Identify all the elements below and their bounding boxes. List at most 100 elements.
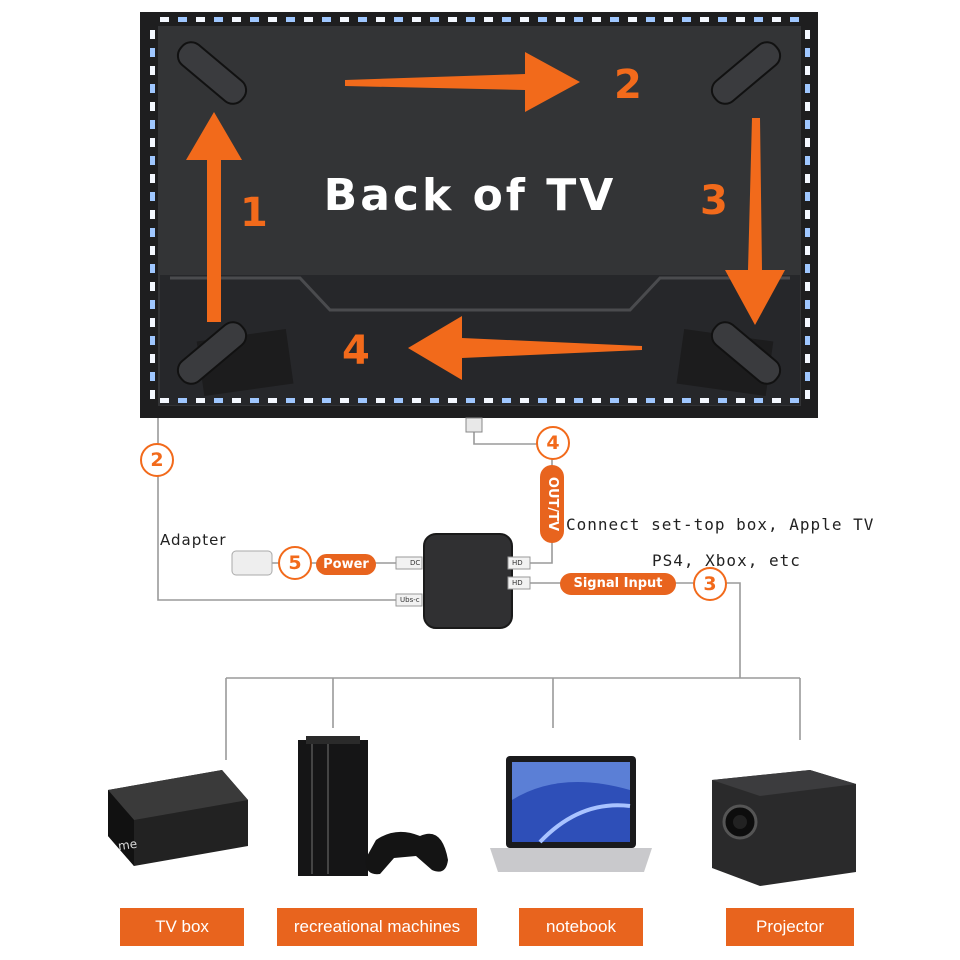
- led-dot: [322, 398, 331, 403]
- led-dot: [664, 17, 673, 22]
- led-dot: [664, 398, 673, 403]
- led-strip-left: [150, 30, 155, 399]
- led-dot: [520, 17, 529, 22]
- device-notebook-image: [490, 756, 652, 872]
- led-dot: [718, 398, 727, 403]
- port-usb-label: Ubs-c: [400, 596, 420, 604]
- led-dot: [150, 390, 155, 399]
- led-dot: [150, 354, 155, 363]
- led-dot: [805, 372, 810, 381]
- led-dot: [286, 17, 295, 22]
- led-dot: [610, 398, 619, 403]
- led-dot: [340, 398, 349, 403]
- wire-usb: [157, 418, 408, 601]
- step-number-2: 2: [614, 62, 642, 108]
- led-dot: [340, 17, 349, 22]
- led-dot: [150, 228, 155, 237]
- device-label-tvbox: TV box: [120, 908, 244, 946]
- led-dot: [592, 398, 601, 403]
- led-dot: [772, 398, 781, 403]
- led-dot: [150, 66, 155, 75]
- led-dot: [250, 17, 259, 22]
- led-dot: [178, 398, 187, 403]
- control-box: [424, 534, 512, 628]
- led-dot: [304, 17, 313, 22]
- led-dot: [805, 264, 810, 273]
- led-dot: [150, 174, 155, 183]
- led-dot: [150, 102, 155, 111]
- led-dot: [805, 390, 810, 399]
- led-dot: [358, 17, 367, 22]
- led-dot: [805, 210, 810, 219]
- connection-marker-3: 3: [693, 567, 727, 601]
- led-dot: [772, 17, 781, 22]
- led-dot: [610, 17, 619, 22]
- led-dot: [805, 354, 810, 363]
- led-dot: [700, 398, 709, 403]
- led-dot: [412, 398, 421, 403]
- led-dot: [538, 17, 547, 22]
- led-dot: [805, 102, 810, 111]
- led-dot: [790, 17, 799, 22]
- step-number-1: 1: [240, 190, 268, 236]
- led-dot: [805, 138, 810, 147]
- led-dot: [150, 84, 155, 93]
- led-dot: [574, 17, 583, 22]
- led-dot: [754, 398, 763, 403]
- device-projector-image: [712, 770, 856, 886]
- led-dot: [592, 17, 601, 22]
- adapter-icon: [231, 550, 273, 576]
- led-dot: [232, 398, 241, 403]
- port-usb: [395, 593, 423, 607]
- led-dot: [394, 17, 403, 22]
- led-dot: [520, 398, 529, 403]
- led-dot: [160, 17, 169, 22]
- led-dot: [394, 398, 403, 403]
- device-label-notebook: notebook: [519, 908, 643, 946]
- device-tvbox-image: [108, 770, 248, 866]
- adapter-label: Adapter: [160, 531, 227, 549]
- led-dot: [448, 398, 457, 403]
- connect-note: Connect set-top box, Apple TV: [566, 515, 875, 534]
- led-dot: [805, 282, 810, 291]
- led-dot: [646, 17, 655, 22]
- port-hd-out: [507, 556, 531, 570]
- led-dot: [628, 17, 637, 22]
- led-dot: [430, 398, 439, 403]
- led-dot: [178, 17, 187, 22]
- led-dot: [412, 17, 421, 22]
- led-dot: [805, 318, 810, 327]
- devices-note: PS4, Xbox, etc: [652, 551, 801, 570]
- led-dot: [150, 372, 155, 381]
- led-dot: [805, 228, 810, 237]
- corner-connector-tr: [710, 41, 782, 105]
- led-dot: [682, 398, 691, 403]
- connection-marker-5: 5: [278, 546, 312, 580]
- port-dc: [395, 556, 423, 570]
- led-dot: [805, 84, 810, 93]
- led-dot: [232, 17, 241, 22]
- led-dot: [805, 30, 810, 39]
- led-dot: [805, 246, 810, 255]
- led-dot: [700, 17, 709, 22]
- led-dot: [196, 398, 205, 403]
- port-hd-out-label: HD: [512, 559, 523, 567]
- connection-marker-2: 2: [140, 443, 174, 477]
- led-dot: [574, 398, 583, 403]
- arrow-left-4: [408, 316, 642, 380]
- out-tv-label: OUT/TV: [545, 476, 560, 532]
- led-dot: [150, 246, 155, 255]
- device-label-projector: Projector: [726, 908, 854, 946]
- led-dot: [150, 300, 155, 309]
- led-dot: [150, 264, 155, 273]
- led-dot: [805, 66, 810, 75]
- led-dot: [214, 17, 223, 22]
- led-dot: [150, 30, 155, 39]
- led-dot: [805, 48, 810, 57]
- led-dot: [556, 398, 565, 403]
- corner-connector-br: [710, 321, 782, 385]
- led-dot: [196, 17, 205, 22]
- signal-input-pill: Signal Input: [560, 573, 676, 595]
- led-dot: [628, 398, 637, 403]
- tv-hdmi-plug: [465, 417, 483, 433]
